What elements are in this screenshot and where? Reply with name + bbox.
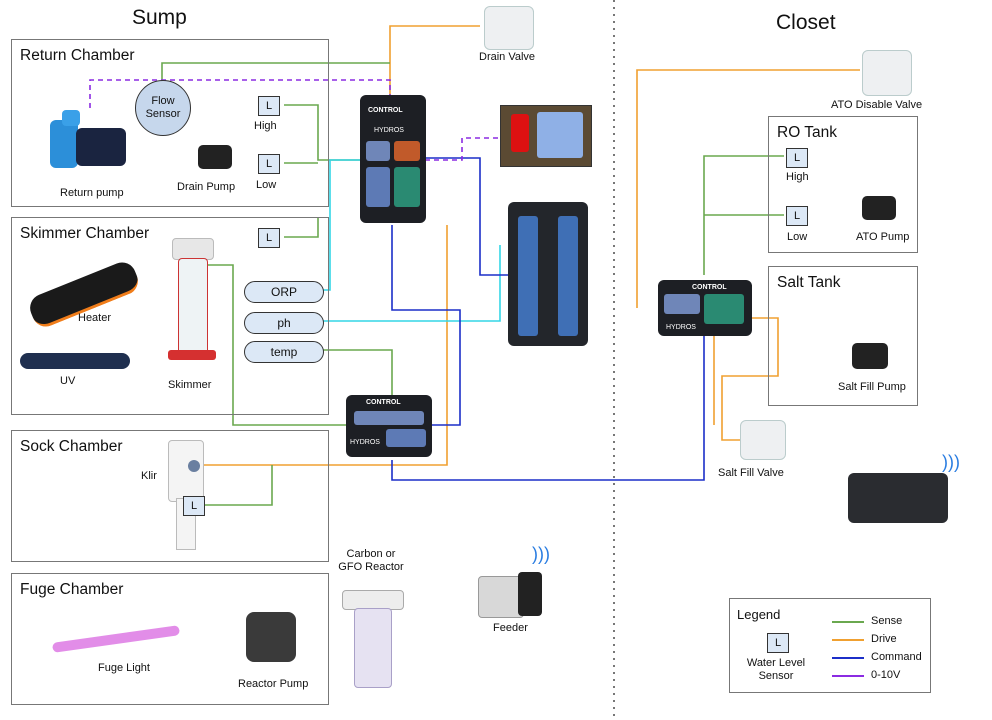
ato-pump-icon[interactable] [862,196,896,220]
water-level-sensor-low[interactable]: L [258,154,280,174]
water-level-sensor-ro-low[interactable]: L [786,206,808,226]
ro-low-label: Low [787,231,808,243]
salt-fill-pump-icon[interactable] [852,343,888,369]
water-level-sensor-ro-high[interactable]: L [786,148,808,168]
fuge-chamber: Fuge Chamber [11,573,329,705]
legend-line-0-10v [832,675,864,677]
heater-icon[interactable] [25,258,143,331]
fuge-chamber-title: Fuge Chamber [20,581,124,598]
feeder-label: Feeder [493,622,528,634]
sump-controller-logo: HYDROS [350,439,380,446]
section-title-closet: Closet [776,11,836,34]
klir-label: Klir [141,470,157,482]
analog-wires [89,79,508,161]
uv-label: UV [60,375,76,387]
wifi-icon-feeder: ))) [532,544,550,564]
legend-sensor-desc: Water Level Sensor [746,657,806,682]
skimmer-chamber-title: Skimmer Chamber [20,225,150,242]
reactor-pump-label: Reactor Pump [238,678,309,690]
skimmer-label: Skimmer [168,379,212,391]
command-wires [391,157,705,481]
legend-line-drive [832,639,864,641]
section-title-sump: Sump [132,6,187,29]
drain-valve-icon[interactable] [484,6,534,50]
drain-pump-icon[interactable] [198,145,232,169]
ro-tank: RO Tank [768,116,918,253]
hydros-controller-closet[interactable]: CONTROL HYDROS [658,280,752,336]
reactor-icon[interactable] [342,590,404,690]
fuge-light-label: Fuge Light [98,662,150,674]
legend-label-0-10v: 0-10V [871,669,901,681]
controller-brand: CONTROL [368,107,403,114]
probe-orp[interactable]: ORP [244,281,324,303]
drive-module-icon[interactable] [500,105,592,167]
skimmer-chamber: Skimmer Chamber [11,217,329,415]
salt-fill-valve-label: Salt Fill Valve [718,467,784,479]
sump-controller-brand: CONTROL [366,399,401,406]
sock-chamber: Sock Chamber [11,430,329,562]
closet-controller-logo: HYDROS [666,324,696,331]
drain-valve-label: Drain Valve [479,51,536,63]
sock-chamber-title: Sock Chamber [20,438,123,455]
legend-label-command: Command [871,651,922,663]
probe-wires [323,159,501,322]
closet-controller-brand: CONTROL [692,284,727,291]
flow-sensor[interactable]: Flow Sensor [135,80,191,136]
hydros-controller-sump[interactable]: CONTROL HYDROS [346,395,432,457]
wifi-icon-power-strip: ))) [942,452,960,472]
salt-tank-title: Salt Tank [777,274,841,291]
legend-label-drive: Drive [871,633,897,645]
legend-line-command [832,657,864,659]
ro-high-label: High [786,171,809,183]
return-pump-label: Return pump [60,187,124,199]
legend-title: Legend [737,607,781,622]
reactor-pump-icon[interactable] [246,612,296,662]
reactor-label: Carbon or GFO Reactor [338,548,404,573]
return-pump-icon[interactable] [50,110,130,170]
legend-label-sense: Sense [871,615,903,627]
skimmer-icon[interactable] [168,238,216,368]
controller-logo: HYDROS [374,127,404,134]
klir-icon[interactable] [168,440,204,550]
return-chamber-title: Return Chamber [20,47,135,64]
drain-pump-label: Drain Pump [177,181,236,193]
salt-tank: Salt Tank [768,266,918,406]
water-level-sensor-skimmer[interactable]: L [258,228,280,248]
legend-line-sense [832,621,864,623]
legend: Legend [729,598,931,693]
ato-pump-label: ATO Pump [856,231,910,243]
wifi-power-strip-icon[interactable] [848,473,948,523]
water-level-sensor-high[interactable]: L [258,96,280,116]
salt-fill-valve-icon[interactable] [740,420,786,460]
return-chamber: Return Chamber [11,39,329,207]
ro-tank-title: RO Tank [777,124,838,141]
sensor-high-label: High [254,120,277,132]
heater-label: Heater [78,312,112,324]
probe-ph[interactable]: ph [244,312,324,334]
flow-sensor-label: Flow Sensor [145,95,181,120]
hydros-controller-main[interactable]: CONTROL HYDROS [360,95,426,223]
salt-fill-pump-label: Salt Fill Pump [838,381,906,393]
ato-disable-valve-icon[interactable] [862,50,912,96]
water-level-sensor-sock[interactable]: L [183,496,205,516]
feeder-icon[interactable] [478,568,544,618]
uv-icon[interactable] [20,353,130,369]
legend-sensor-icon: L [767,633,789,653]
hydros-power-strip[interactable] [508,202,588,346]
probe-temp[interactable]: temp [244,341,324,363]
ato-disable-valve-label: ATO Disable Valve [831,99,923,111]
sensor-low-label: Low [256,179,277,191]
